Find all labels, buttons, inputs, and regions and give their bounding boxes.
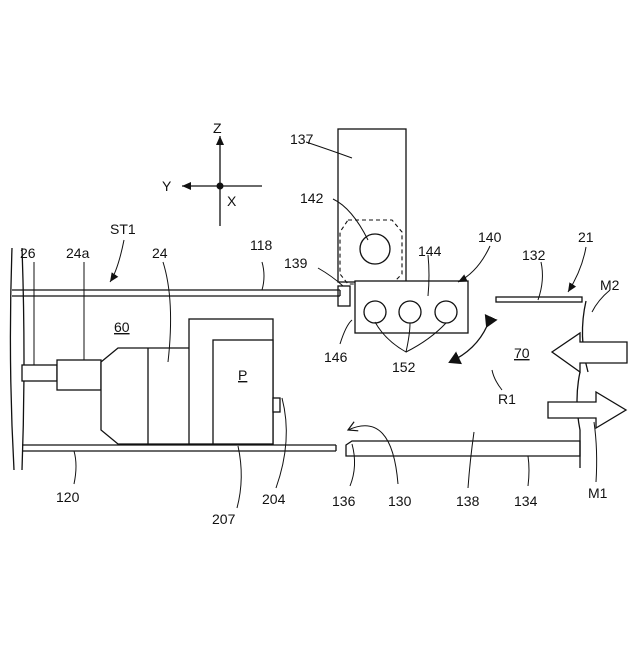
label-24a: 24a [66,245,90,261]
label-R1: R1 [498,391,516,407]
label-M2: M2 [600,277,620,293]
plate-134 [346,441,580,456]
arrow-M1 [548,392,626,428]
label-146: 146 [324,349,348,365]
arrow-ST1 [110,240,124,282]
arm-137 [338,129,406,282]
shaft-26 [22,365,57,381]
label-139: 139 [284,255,308,271]
axis-origin [217,183,224,190]
label-136: 136 [332,493,356,509]
coordinate-axes: Z Y X [162,120,262,226]
label-ST1: ST1 [110,221,136,237]
label-152: 152 [392,359,416,375]
label-26: 26 [20,245,36,261]
arrow-M2 [552,333,627,372]
label-70: 70 [514,345,530,361]
sensor-204 [273,398,280,412]
label-P: P [238,367,247,383]
label-118: 118 [250,237,273,253]
box-P [213,340,273,444]
label-130: 130 [388,493,412,509]
wall-left-outer [10,248,14,470]
left-walls [10,248,24,470]
label-24: 24 [152,245,168,261]
label-132: 132 [522,247,546,263]
axis-z-label: Z [213,120,222,136]
label-134: 134 [514,493,538,509]
label-M1: M1 [588,485,608,501]
label-144: 144 [418,243,442,259]
reference-labels: 137 142 140 144 21 132 M2 139 146 152 70… [20,131,620,527]
label-21: 21 [578,229,594,245]
label-140: 140 [478,229,502,245]
label-120: 120 [56,489,80,505]
label-60: 60 [114,319,130,335]
holder-assembly [338,129,468,333]
label-138: 138 [456,493,480,509]
axis-x-label: X [227,193,237,209]
label-142: 142 [300,190,324,206]
arrow-21 [568,247,586,292]
axis-y-label: Y [162,178,172,194]
wall-left-inner [22,248,24,470]
label-137: 137 [290,131,314,147]
base-146 [355,281,468,333]
arrow-140 [458,246,490,282]
part-24a [57,360,101,390]
label-204: 204 [262,491,286,507]
label-207: 207 [212,511,236,527]
